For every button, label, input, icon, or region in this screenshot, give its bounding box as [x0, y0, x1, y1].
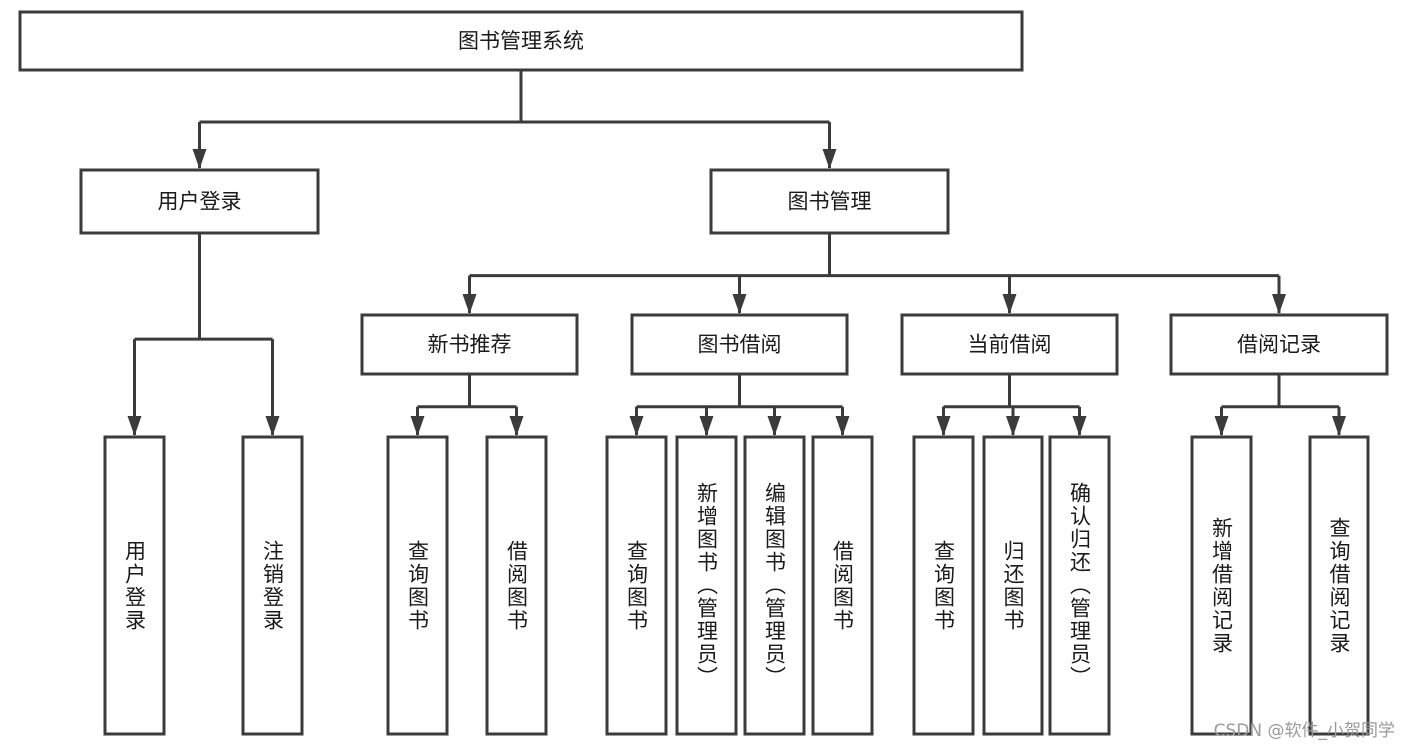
- connector-layer: [127, 70, 1346, 436]
- arrow-head-icon: [127, 416, 142, 436]
- arrow-head-icon: [835, 416, 850, 436]
- arrow-head-icon: [410, 416, 425, 436]
- arrow-head-icon: [509, 416, 524, 436]
- node-box-leaf-edit-book-admin: [743, 435, 806, 736]
- arrow-head-icon: [629, 416, 644, 436]
- arrow-head-icon: [462, 294, 477, 314]
- node-box-leaf-add-book-admin: [675, 435, 738, 736]
- arrow-head-icon: [732, 294, 747, 314]
- node-box-borrow-record: [1169, 313, 1389, 376]
- node-box-leaf-confirm-return-admin: [1048, 435, 1111, 736]
- node-box-leaf-borrow-book-1: [485, 435, 548, 736]
- arrow-head-icon: [936, 416, 951, 436]
- node-box-root: [18, 10, 1024, 72]
- node-box-user-login: [79, 168, 320, 235]
- node-box-current-borrow: [900, 313, 1119, 376]
- arrow-head-icon: [767, 416, 782, 436]
- node-box-leaf-user-login: [103, 435, 166, 736]
- watermark-text: CSDN @软件_小贺同学: [1213, 721, 1395, 741]
- node-box-new-book-recommend: [360, 313, 579, 376]
- node-label-borrow-record: 借阅记录: [1237, 333, 1321, 357]
- node-box-leaf-borrow-book-2: [811, 435, 874, 736]
- node-box-leaf-add-borrow-record: [1190, 435, 1253, 736]
- node-label-book-borrow: 图书借阅: [698, 333, 782, 357]
- arrow-head-icon: [1002, 294, 1017, 314]
- node-box-leaf-logout: [241, 435, 304, 736]
- node-box-leaf-query-borrow-record: [1308, 435, 1370, 736]
- arrow-head-icon: [265, 416, 280, 436]
- arrow-head-icon: [1272, 294, 1286, 314]
- node-box-leaf-query-book-1: [386, 435, 449, 736]
- node-box-leaf-query-book-2: [605, 435, 668, 736]
- node-box-leaf-query-book-3: [912, 435, 975, 736]
- arrow-head-icon: [192, 149, 207, 169]
- arrow-head-icon: [1006, 416, 1020, 436]
- arrow-head-icon: [1214, 416, 1229, 436]
- box-layer: [18, 10, 1389, 736]
- node-box-book-borrow: [630, 313, 849, 376]
- node-label-root: 图书管理系统: [458, 29, 584, 53]
- arrow-head-icon: [1072, 416, 1087, 436]
- node-box-leaf-return-book: [982, 435, 1044, 736]
- node-box-book-management: [709, 168, 950, 235]
- arrow-head-icon: [822, 149, 837, 169]
- node-label-book-management: 图书管理: [788, 190, 872, 214]
- node-label-current-borrow: 当前借阅: [968, 333, 1052, 357]
- node-label-new-book-recommend: 新书推荐: [428, 333, 512, 357]
- node-label-user-login: 用户登录: [158, 190, 242, 214]
- arrow-head-icon: [1332, 416, 1346, 436]
- arrow-head-icon: [699, 416, 714, 436]
